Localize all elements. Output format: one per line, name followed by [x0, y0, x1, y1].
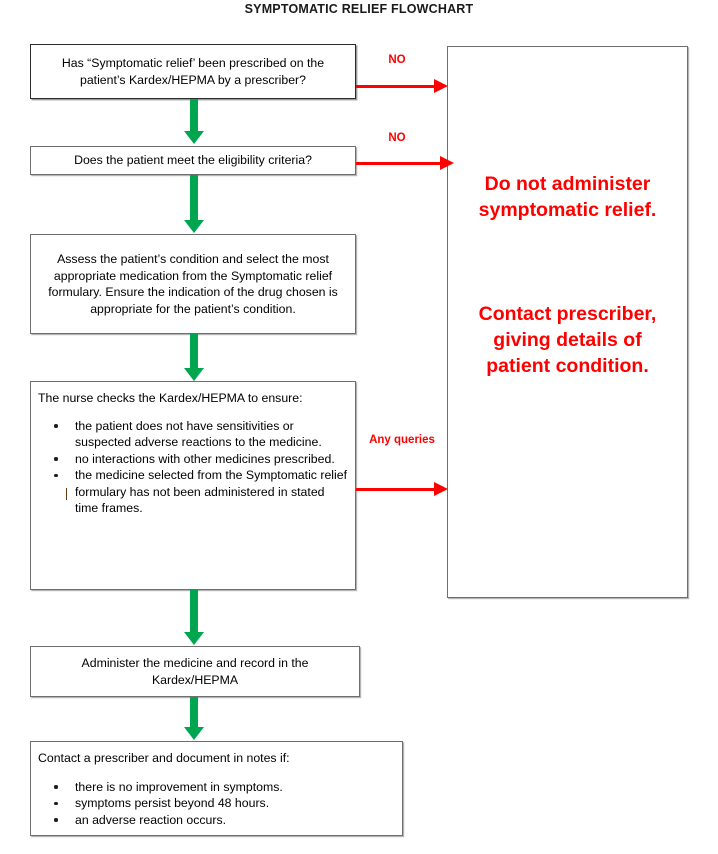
node-alert-do-not-administer[interactable]: Do not administer symptomatic relief. Co…: [447, 46, 688, 598]
decision-arrow-head-icon: [434, 482, 448, 496]
decision-arrow-shaft: [356, 162, 442, 165]
list-item: the medicine selected from the Symptomat…: [38, 467, 348, 517]
node-contact-prescriber-document[interactable]: Contact a prescriber and document in not…: [30, 741, 403, 836]
list-item: symptoms persist beyond 48 hours.: [38, 795, 395, 812]
node-assess-and-select-text: Assess the patient’s condition and selec…: [48, 252, 338, 316]
list-item: an adverse reaction occurs.: [38, 812, 395, 829]
page-title: SYMPTOMATIC RELIEF FLOWCHART: [244, 2, 474, 16]
list-item: the patient does not have sensitivities …: [38, 418, 348, 451]
decision-arrow-head-icon: [440, 156, 454, 170]
node-question-prescribed-text: Has “Symptomatic relief’ been prescribed…: [61, 56, 325, 87]
node-question-eligibility-text: Does the patient meet the eligibility cr…: [74, 153, 312, 168]
flow-arrow-shaft: [190, 175, 198, 222]
node-nurse-checks-bullets: the patient does not have sensitivities …: [38, 418, 348, 517]
flow-arrow-head-icon: [184, 220, 204, 233]
flow-arrow-head-icon: [184, 131, 204, 144]
decision-arrow-shaft: [356, 488, 436, 491]
node-contact-prescriber-lead: Contact a prescriber and document in not…: [38, 751, 290, 765]
node-nurse-checks[interactable]: The nurse checks the Kardex/HEPMA to ens…: [30, 381, 356, 590]
flow-arrow-head-icon: [184, 368, 204, 381]
text-cursor-artifact: [66, 488, 67, 500]
node-contact-prescriber-bullets: there is no improvement in symptoms. sym…: [38, 779, 395, 829]
list-item: no interactions with other medicines pre…: [38, 451, 348, 468]
flow-arrow-shaft: [190, 334, 198, 370]
node-assess-and-select[interactable]: Assess the patient’s condition and selec…: [30, 234, 356, 334]
node-question-eligibility[interactable]: Does the patient meet the eligibility cr…: [30, 146, 356, 175]
alert-line-contact-prescriber: Contact prescriber, giving details of pa…: [478, 303, 657, 377]
list-item: there is no improvement in symptoms.: [38, 779, 395, 796]
edge-label-no-1: NO: [388, 54, 406, 66]
node-nurse-checks-lead: The nurse checks the Kardex/HEPMA to ens…: [38, 391, 303, 405]
node-administer-medicine[interactable]: Administer the medicine and record in th…: [30, 646, 360, 697]
node-question-prescribed[interactable]: Has “Symptomatic relief’ been prescribed…: [30, 44, 356, 99]
flow-arrow-shaft: [190, 99, 198, 133]
decision-arrow-shaft: [356, 85, 436, 88]
flow-arrow-shaft: [190, 590, 198, 634]
alert-line-do-not-administer: Do not administer symptomatic relief.: [478, 173, 657, 221]
edge-label-no-2: NO: [388, 132, 406, 144]
decision-arrow-head-icon: [434, 79, 448, 93]
node-administer-medicine-text: Administer the medicine and record in th…: [81, 656, 309, 687]
flow-arrow-head-icon: [184, 632, 204, 645]
flow-arrow-shaft: [190, 697, 198, 729]
edge-label-any-queries: Any queries: [369, 434, 435, 446]
flow-arrow-head-icon: [184, 727, 204, 740]
